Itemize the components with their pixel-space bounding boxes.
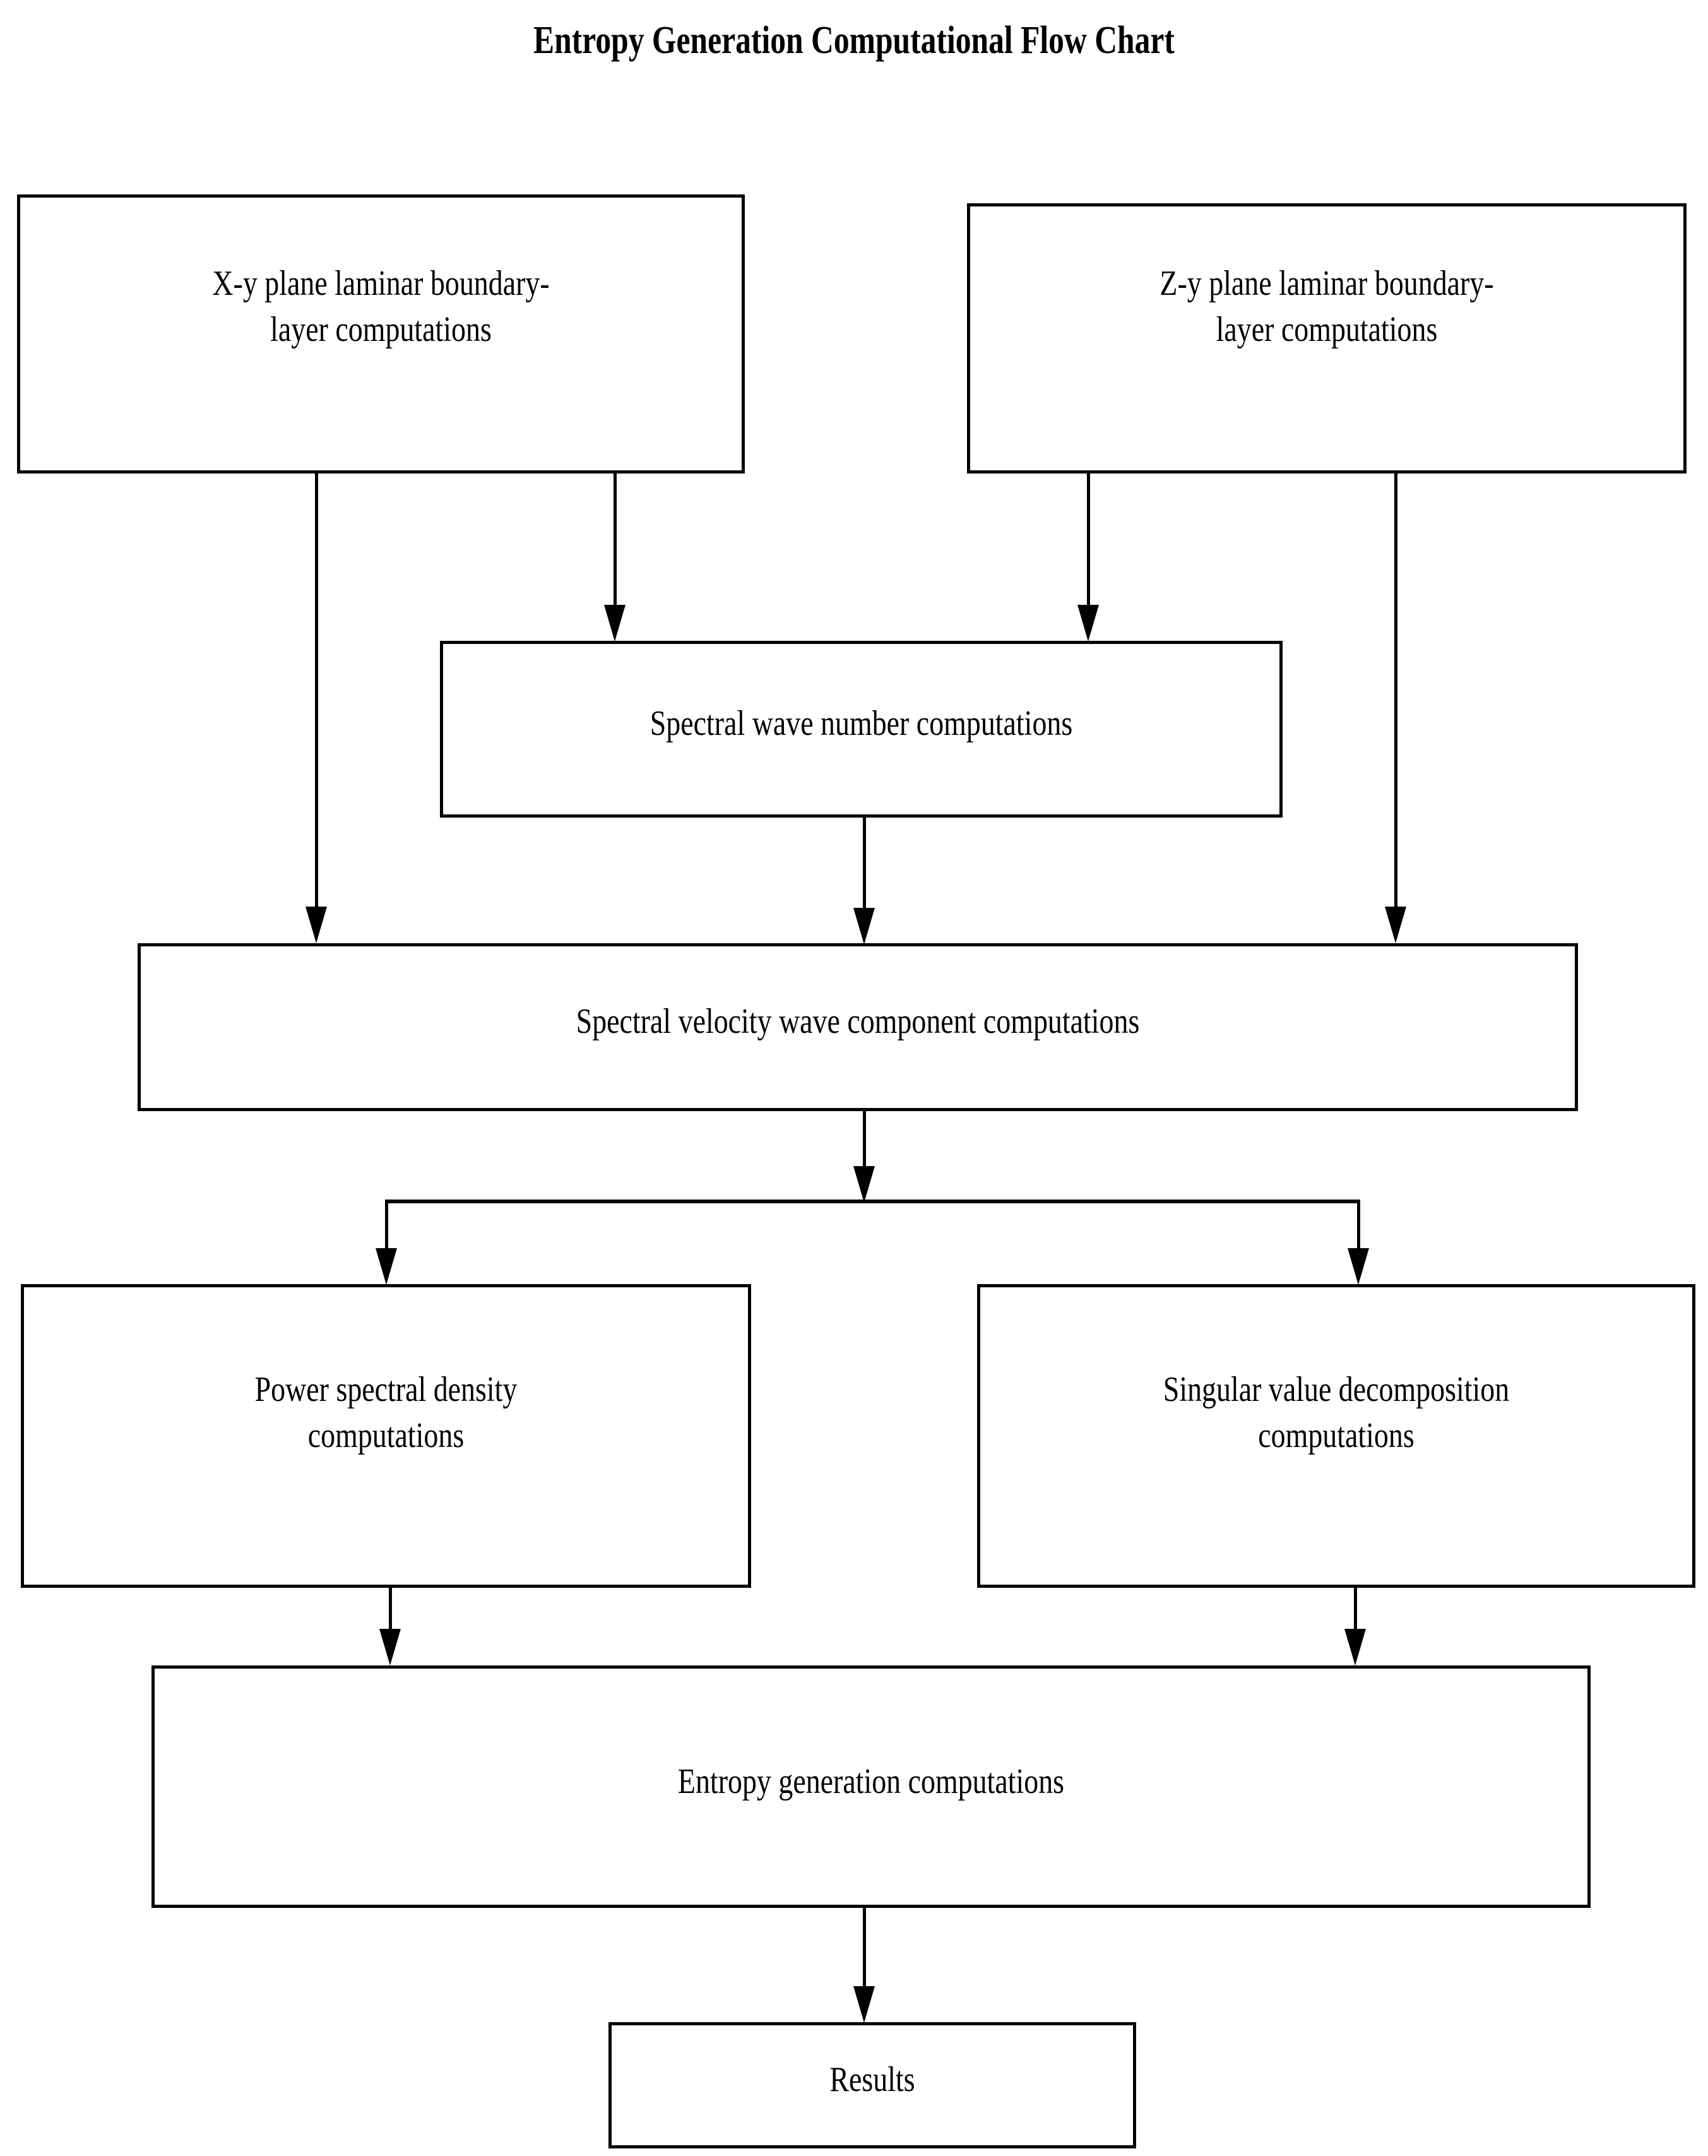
node-results: Results bbox=[608, 2022, 1136, 2148]
edge-zy-to-wave-number-arrow bbox=[1077, 605, 1099, 641]
edge-split-to-psd-arrow bbox=[376, 1248, 397, 1285]
edge-entropy-to-results-arrow bbox=[853, 1986, 875, 2023]
edge-split-to-svd-line bbox=[1357, 1200, 1360, 1250]
edge-wave-number-to-velocity-arrow bbox=[853, 908, 875, 944]
edge-split-to-svd-arrow bbox=[1348, 1248, 1369, 1285]
page-title: Entropy Generation Computational Flow Ch… bbox=[533, 19, 1175, 62]
edge-svd-to-entropy-line bbox=[1354, 1588, 1357, 1631]
edge-entropy-to-results-line bbox=[863, 1908, 866, 1988]
node-results-label: Results bbox=[829, 2060, 915, 2099]
edge-wave-number-to-velocity-line bbox=[863, 818, 866, 911]
node-singular-value-decomposition-label: Singular value decomposition computation… bbox=[1163, 1370, 1510, 1455]
edge-xy-to-spectral-velocity-line bbox=[315, 473, 318, 909]
edge-xy-to-wave-number-arrow bbox=[604, 605, 626, 641]
edge-split-to-psd-line bbox=[385, 1200, 388, 1250]
node-xy-plane-label: X-y plane laminar boundary- layer comput… bbox=[212, 264, 550, 349]
node-power-spectral-density-label: Power spectral density computations bbox=[254, 1370, 518, 1455]
node-entropy-generation: Entropy generation computations bbox=[151, 1665, 1591, 1908]
edge-zy-to-spectral-velocity-arrow bbox=[1385, 907, 1406, 943]
edge-xy-to-wave-number-line bbox=[614, 473, 617, 609]
node-entropy-generation-label: Entropy generation computations bbox=[677, 1762, 1065, 1801]
edge-psd-to-entropy-arrow bbox=[379, 1629, 401, 1665]
edge-xy-to-spectral-velocity-arrow bbox=[305, 907, 327, 943]
node-zy-plane-label: Z-y plane laminar boundary- layer comput… bbox=[1159, 264, 1494, 349]
node-xy-plane: X-y plane laminar boundary- layer comput… bbox=[17, 194, 745, 473]
edge-velocity-to-split-arrow bbox=[853, 1166, 875, 1203]
node-spectral-velocity-label: Spectral velocity wave component computa… bbox=[576, 1002, 1140, 1041]
edge-svd-to-entropy-arrow bbox=[1344, 1629, 1366, 1665]
edge-zy-to-wave-number-line bbox=[1087, 473, 1090, 609]
node-spectral-wave-number: Spectral wave number computations bbox=[440, 641, 1283, 818]
node-singular-value-decomposition: Singular value decomposition computation… bbox=[977, 1284, 1695, 1588]
node-spectral-velocity: Spectral velocity wave component computa… bbox=[138, 943, 1578, 1111]
node-spectral-wave-number-label: Spectral wave number computations bbox=[649, 704, 1073, 743]
node-zy-plane: Z-y plane laminar boundary- layer comput… bbox=[967, 203, 1687, 473]
edge-zy-to-spectral-velocity-line bbox=[1394, 473, 1397, 909]
edge-velocity-to-split-line bbox=[863, 1111, 866, 1169]
edge-psd-to-entropy-line bbox=[389, 1588, 392, 1631]
edge-split-bus bbox=[385, 1200, 1360, 1203]
node-power-spectral-density: Power spectral density computations bbox=[21, 1284, 751, 1588]
